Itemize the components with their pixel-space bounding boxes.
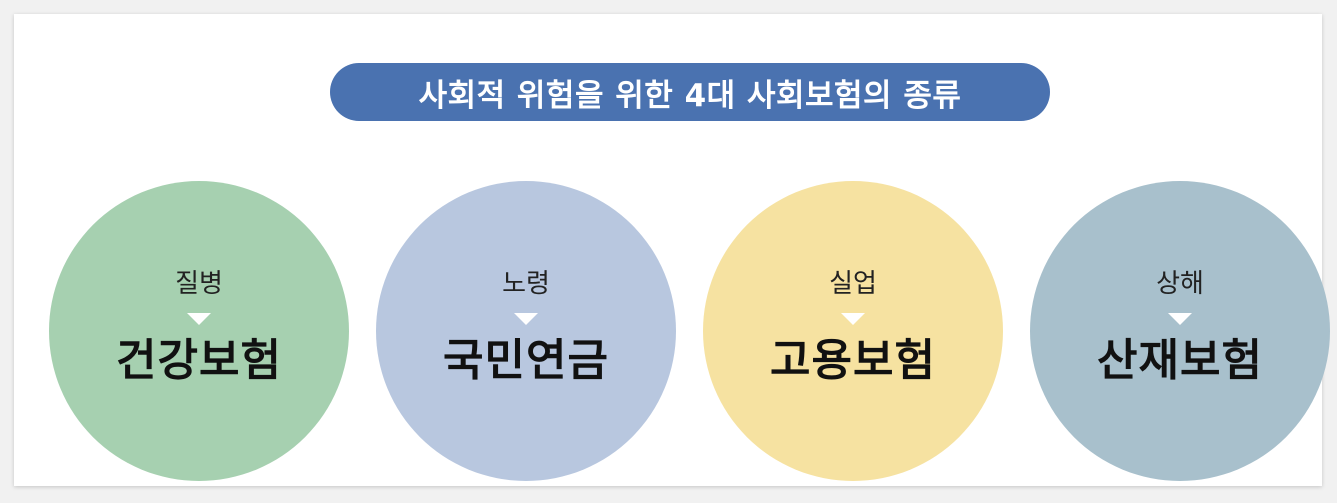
down-arrow-icon	[187, 313, 211, 325]
insurance-circle-industrial-accident: 상해 산재보험	[1030, 181, 1330, 481]
risk-label: 실업	[829, 269, 877, 299]
diagram-title: 사회적 위험을 위한 4대 사회보험의 종류	[330, 63, 1050, 121]
insurance-circle-employment: 실업 고용보험	[703, 181, 1003, 481]
risk-label: 상해	[1156, 269, 1204, 299]
insurance-label: 건강보험	[116, 335, 282, 386]
insurance-circle-health: 질병 건강보험	[49, 181, 349, 481]
insurance-circle-pension: 노령 국민연금	[376, 181, 676, 481]
insurance-label: 국민연금	[443, 335, 609, 386]
insurance-label: 산재보험	[1097, 335, 1263, 386]
down-arrow-icon	[514, 313, 538, 325]
risk-label: 노령	[502, 269, 550, 299]
down-arrow-icon	[1168, 313, 1192, 325]
risk-label: 질병	[175, 269, 223, 299]
down-arrow-icon	[841, 313, 865, 325]
insurance-label: 고용보험	[770, 335, 936, 386]
diagram-card: 사회적 위험을 위한 4대 사회보험의 종류 질병 건강보험 노령 국민연금 실…	[14, 14, 1330, 486]
